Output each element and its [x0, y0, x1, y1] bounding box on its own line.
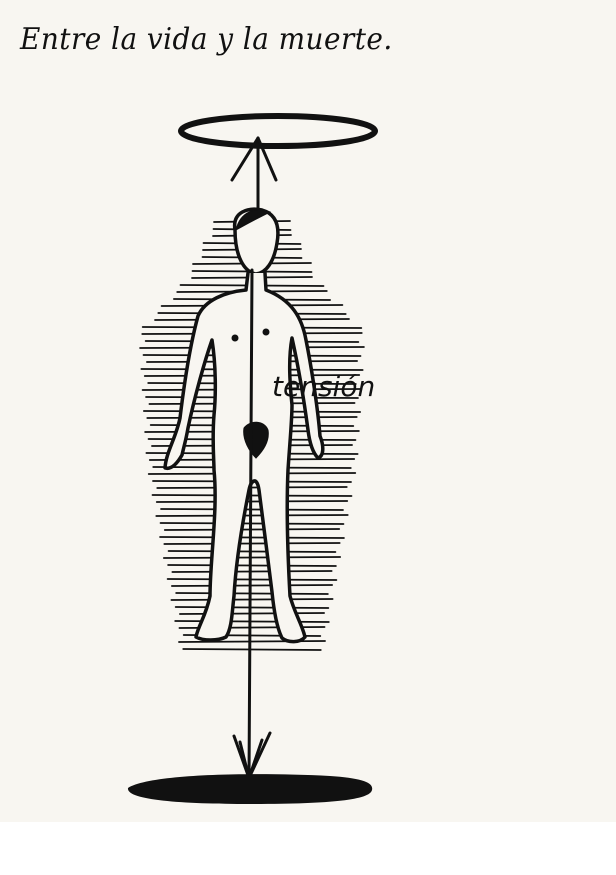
hatch-line [169, 551, 336, 552]
hatch-line [160, 537, 344, 538]
hatch-line [171, 599, 332, 600]
halo [181, 116, 375, 146]
tension-label: tensión [272, 370, 375, 403]
hatch-line [168, 565, 336, 566]
hatch-line [172, 585, 332, 586]
hatch-line [165, 529, 339, 530]
hatch-line [179, 641, 325, 642]
hatch-line [183, 649, 321, 650]
ground-shadow [128, 774, 372, 804]
hatch-line [168, 579, 337, 580]
hatch-line [176, 607, 329, 608]
hatch-line [164, 557, 340, 558]
hatch-line [176, 593, 328, 594]
hatch-line [164, 543, 339, 544]
figure-drawing [0, 0, 616, 822]
hatch-line [175, 621, 329, 622]
hatch-line [180, 613, 324, 614]
hatch-line [172, 571, 331, 572]
